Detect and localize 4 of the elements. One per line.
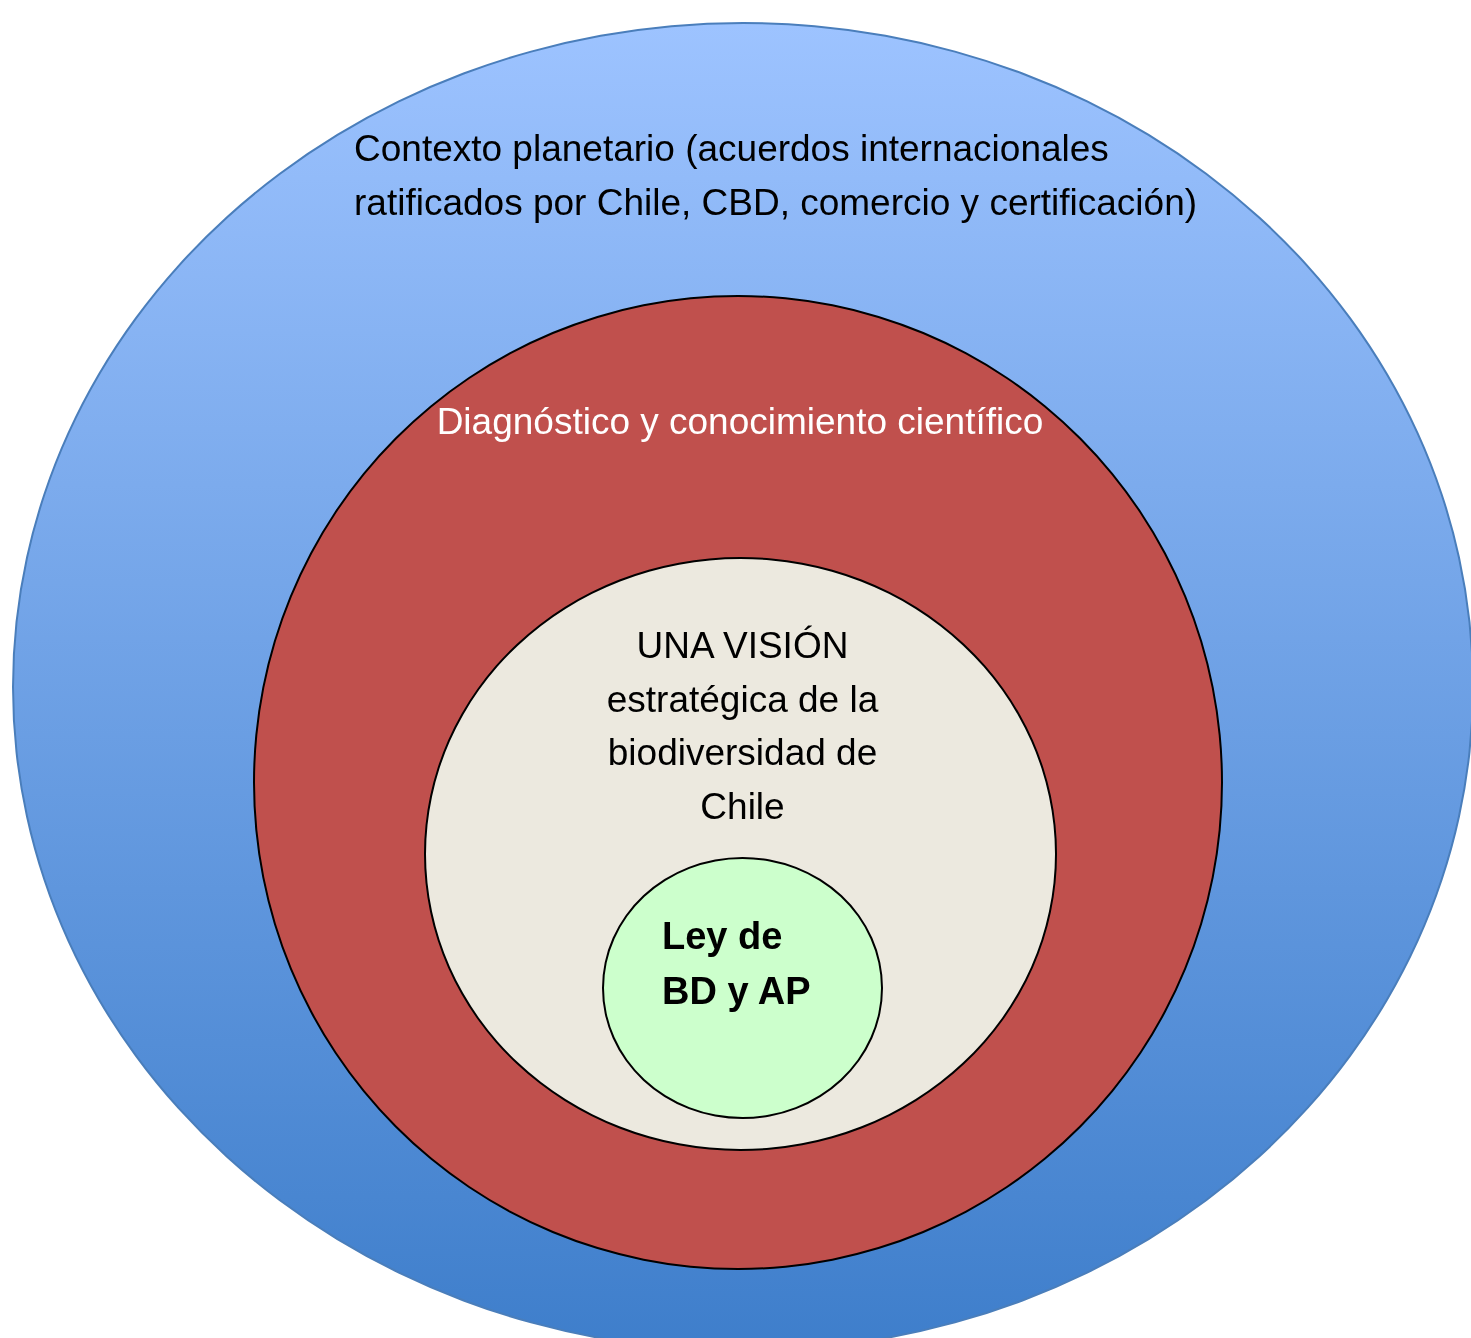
diagnosis-text: Diagnóstico y conocimiento científico bbox=[435, 400, 1045, 444]
law-text: Ley de BD y AP bbox=[662, 914, 812, 1015]
context-text: Contexto planetario (acuerdos internacionales ratificados por Chile, CBD, comercio y certificación) bbox=[354, 127, 1199, 225]
vision-text: UNA VISIÓN estratégica de la biodiversidad de Chile bbox=[605, 624, 880, 829]
